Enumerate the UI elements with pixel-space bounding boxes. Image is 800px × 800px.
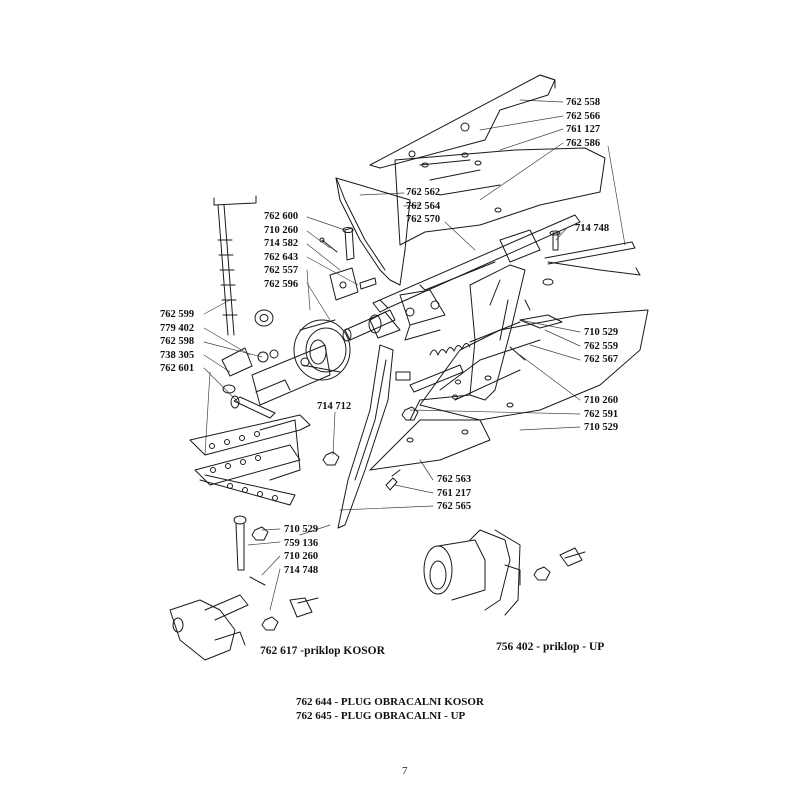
part-number: 762 562 bbox=[406, 187, 441, 198]
part-number: 762 643 bbox=[264, 251, 299, 263]
kosor-hitch bbox=[169, 594, 319, 661]
part-number: 762 567 bbox=[584, 354, 619, 365]
part-number: 710 529 bbox=[584, 422, 619, 433]
callout-group-hitch-pin: 714 748 bbox=[575, 222, 609, 236]
part-number: 710 260 bbox=[284, 551, 319, 562]
part-number: 762 600 bbox=[264, 211, 299, 222]
indexing-disc bbox=[293, 319, 351, 381]
part-number: 762 591 bbox=[584, 408, 619, 420]
part-number: 710 260 bbox=[264, 224, 299, 236]
part-number: 714 748 bbox=[284, 564, 319, 576]
callout-group-hitch-bolt: 710 529 759 136 710 260 714 748 bbox=[284, 523, 318, 577]
part-number: 762 565 bbox=[437, 501, 472, 512]
callout-group-right-low: 710 260 762 591 710 529 bbox=[584, 394, 618, 435]
upper-bracket bbox=[369, 74, 556, 169]
footer-title-kosor: 762 644 - PLUG OBRACALNI KOSOR bbox=[296, 696, 484, 708]
part-number: 738 305 bbox=[160, 349, 195, 361]
pin-bracket bbox=[319, 227, 377, 301]
hitch-frame bbox=[189, 414, 311, 506]
callout-group-top-right: 762 558 762 566 761 127 762 586 bbox=[566, 96, 600, 150]
part-number: 762 558 bbox=[566, 97, 601, 108]
part-number: 762 564 bbox=[406, 200, 441, 212]
fasteners-center bbox=[322, 371, 419, 491]
part-number: 710 260 bbox=[584, 395, 619, 406]
callout-group-nut: 714 712 bbox=[317, 400, 351, 414]
latch-plate bbox=[221, 344, 331, 419]
caption-kosor: 762 617 -priklop KOSOR bbox=[260, 645, 385, 657]
part-number: 762 601 bbox=[160, 363, 195, 374]
part-number: 762 566 bbox=[566, 110, 601, 122]
part-number: 762 570 bbox=[406, 214, 441, 225]
leader-lines bbox=[203, 99, 626, 611]
part-number: 762 559 bbox=[584, 340, 619, 352]
part-number: 779 402 bbox=[160, 322, 195, 334]
spring bbox=[429, 321, 521, 356]
part-number: 759 136 bbox=[284, 537, 319, 549]
left-moldboard bbox=[335, 177, 411, 286]
part-number: 714 582 bbox=[264, 238, 299, 249]
part-number: 710 529 bbox=[584, 327, 619, 338]
share-blade bbox=[337, 344, 394, 529]
page-number: 7 bbox=[402, 765, 408, 777]
part-number: 761 127 bbox=[566, 124, 601, 135]
part-number: 762 599 bbox=[160, 309, 195, 320]
part-number: 761 217 bbox=[437, 487, 472, 499]
part-number: 714 712 bbox=[317, 401, 352, 412]
main-beam bbox=[372, 214, 581, 313]
caption-up: 756 402 - priklop - UP bbox=[496, 641, 605, 653]
moldboard-lower bbox=[369, 394, 491, 471]
moldboard-upper bbox=[394, 147, 606, 246]
callout-group-share: 762 563 761 217 762 565 bbox=[437, 473, 471, 514]
frog-plate bbox=[469, 229, 541, 401]
shaft-assembly bbox=[342, 289, 446, 342]
up-hitch bbox=[423, 529, 586, 616]
part-number: 762 598 bbox=[160, 336, 195, 347]
part-number: 714 748 bbox=[575, 223, 610, 234]
lever-rod bbox=[213, 195, 274, 336]
moldboard-right bbox=[419, 309, 649, 421]
part-number: 710 529 bbox=[284, 524, 319, 535]
footer-title-up: 762 645 - PLUG OBRACALNI - UP bbox=[296, 710, 466, 722]
part-number: 762 563 bbox=[437, 474, 472, 485]
callout-group-left: 762 599 779 402 762 598 738 305 762 601 bbox=[160, 308, 194, 376]
hitch-pin bbox=[233, 515, 269, 586]
part-number: 762 586 bbox=[566, 137, 601, 149]
callout-group-moldboard: 762 562 762 564 762 570 bbox=[406, 186, 440, 227]
part-number: 762 557 bbox=[264, 265, 299, 276]
right-rods bbox=[409, 230, 641, 393]
callout-group-right-mid: 710 529 762 559 762 567 bbox=[584, 326, 618, 367]
callout-group-pins: 762 600 710 260 714 582 762 643 762 557 … bbox=[264, 210, 298, 291]
part-number: 762 596 bbox=[264, 278, 299, 290]
